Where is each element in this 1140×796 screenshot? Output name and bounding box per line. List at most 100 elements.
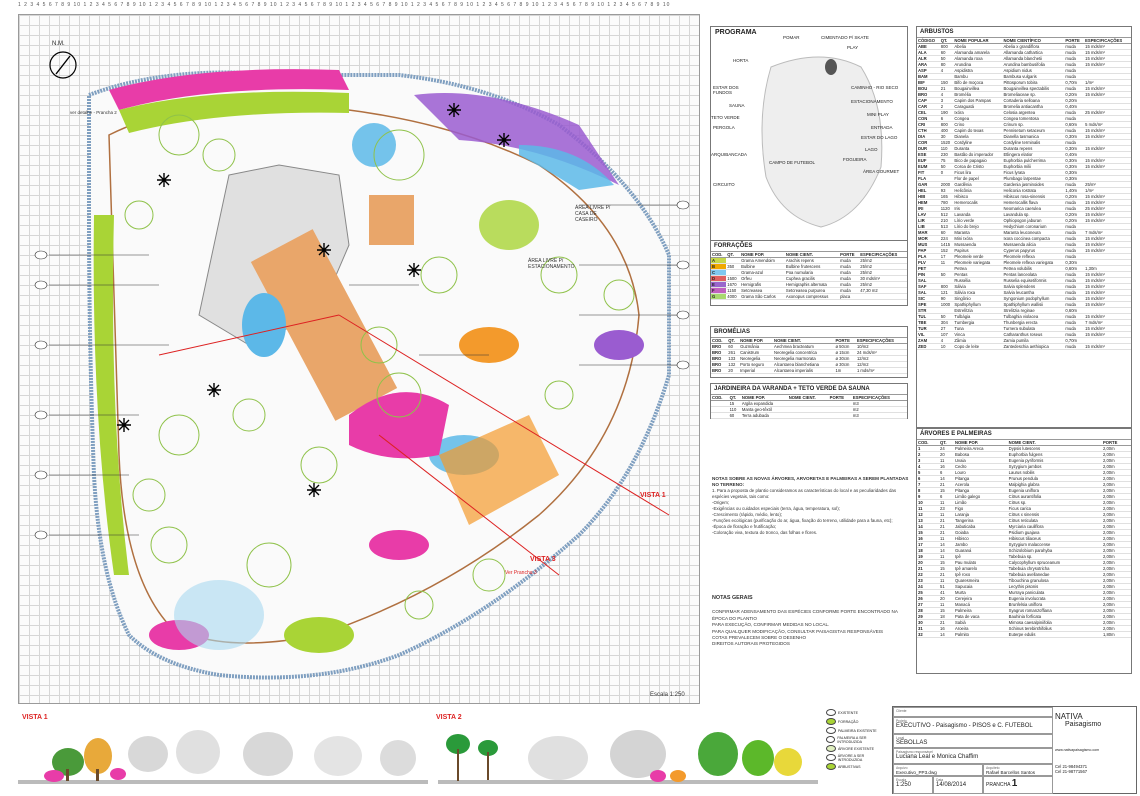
- table-cell: Syzygium malaccense: [1007, 541, 1102, 548]
- table-cell: 2,00m: [1101, 589, 1131, 596]
- table-cell: G: [711, 293, 727, 300]
- table-cell: 1,80m: [1101, 631, 1131, 638]
- table-cell: muda: [1064, 235, 1085, 242]
- table-cell: Allamanda blanchetii: [1002, 55, 1065, 62]
- table-cell: 0,20m: [1064, 211, 1085, 218]
- table-cell: [1084, 151, 1131, 158]
- table-cell: Pentas: [953, 271, 1003, 278]
- table-cell: 11: [939, 511, 955, 518]
- table-cell: Euphorbia pulcherrima: [1002, 157, 1065, 164]
- table-cell: 152: [939, 247, 954, 254]
- table-cell: 50: [939, 163, 954, 170]
- general-notes: NOTAS GERAIS CONFIRMAR ADENSAMENTO DAS E…: [712, 595, 910, 648]
- table-header-cell: ESPECIFICAÇÕES: [851, 395, 907, 401]
- table-cell: TBE: [917, 319, 940, 326]
- table-cell: Congea: [953, 115, 1003, 122]
- table-cell: Tuna: [953, 325, 1003, 332]
- table-cell: CON: [917, 115, 940, 122]
- table-cell: Jambo: [954, 541, 1008, 548]
- table-cell: 15 mds/m²: [1084, 325, 1131, 332]
- table-cell: 4000: [726, 293, 741, 300]
- vista-1-title: VISTA 1: [22, 714, 48, 721]
- table-cell: Cyperus papyrus: [1002, 247, 1065, 254]
- table-cell: Imperial: [739, 367, 774, 374]
- elevation-drawing: [18, 730, 818, 784]
- table-cell: 11: [939, 535, 955, 542]
- table-cell: Lavanda: [953, 211, 1003, 218]
- table-cell: 15 mds/m²: [1084, 211, 1131, 218]
- table-cell: Argila expandida: [740, 400, 788, 407]
- table-cell: 11: [939, 457, 955, 464]
- table-cell: ZAM: [917, 337, 940, 344]
- table-cell: FLA: [917, 175, 940, 182]
- table-cell: BAM: [917, 73, 940, 80]
- table-cell: 2000: [939, 181, 954, 188]
- table-cell: Pleomele reflexa variegata: [1002, 259, 1065, 266]
- table-cell: muda: [1064, 139, 1085, 146]
- table-cell: muda: [1064, 181, 1085, 188]
- table-cell: 15 mds/m²: [1084, 91, 1131, 98]
- table-cell: 28: [917, 607, 939, 614]
- table-cell: Schinus terebinthifolius: [1007, 625, 1102, 632]
- table-cell: Euphorbia milii: [1002, 163, 1065, 170]
- table-cell: Syngonium podophyllum: [1002, 295, 1065, 302]
- tb-company-sub: Paisagismo: [1065, 721, 1102, 728]
- prog-label: POMAR: [783, 35, 800, 40]
- table-cell: Petrea: [953, 265, 1003, 272]
- table-cell: muda: [1064, 61, 1085, 68]
- table-cell: Pleomele verde: [953, 253, 1003, 260]
- table-cell: SIC: [917, 295, 940, 302]
- table-cell: 21: [939, 85, 954, 92]
- table-cell: F: [711, 287, 727, 294]
- table-cell: MOR: [917, 235, 940, 242]
- table-cell: 15 mds/m²: [1084, 49, 1131, 56]
- table-cell: 15: [939, 559, 955, 566]
- vista-2-line: [158, 314, 340, 356]
- table-cell: muda: [1064, 199, 1085, 206]
- table-header-cell: CÓDIGO: [917, 38, 940, 44]
- table-cell: Bulbine: [740, 263, 785, 270]
- table-cell: 2,00m: [1101, 571, 1131, 578]
- table-cell: Ficus lyrata: [1002, 169, 1065, 176]
- table-cell: 14: [939, 547, 955, 554]
- vista-2-title: VISTA 2: [436, 714, 462, 721]
- table-cell: Crinum sp.: [1002, 121, 1065, 128]
- table-cell: SAF: [917, 283, 940, 290]
- table-cell: 14: [939, 631, 955, 638]
- table-cell: 20: [727, 367, 740, 374]
- table-cell: 13: [917, 517, 939, 524]
- table-cell: 10/m2: [855, 343, 907, 350]
- table-cell: ø 50cm: [834, 343, 856, 350]
- table-cell: 15 mds/m²: [1084, 295, 1131, 302]
- table-header-cell: NOME POP.: [740, 252, 785, 258]
- table-cell: Brunfelsia uniflora: [1007, 601, 1102, 608]
- tb-scale-value: 1:250: [896, 782, 912, 788]
- table-cell: [1084, 307, 1131, 314]
- table-cell: STR: [917, 307, 940, 314]
- table-header-cell: PORTE: [834, 338, 856, 344]
- table-cell: CRI: [917, 121, 940, 128]
- table-cell: [787, 412, 829, 419]
- table-cell: [787, 400, 829, 407]
- table-cell: 23: [939, 505, 955, 512]
- table-header-cell: NOME CIENT.: [787, 395, 829, 401]
- programa-sketch: [761, 56, 883, 228]
